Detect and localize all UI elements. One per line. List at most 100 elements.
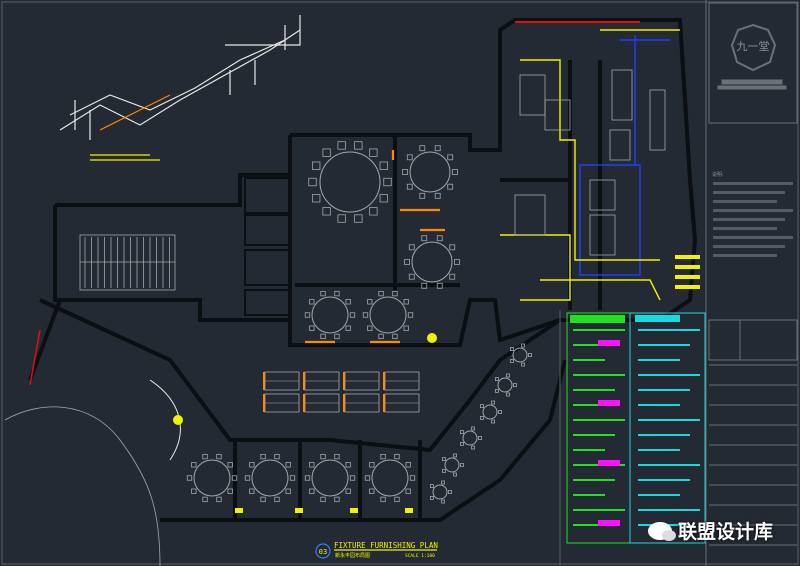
- chair: [449, 244, 456, 251]
- chair: [309, 299, 315, 305]
- chair: [320, 453, 326, 460]
- chair: [378, 290, 384, 297]
- round-table: [362, 290, 414, 340]
- notes-line: [713, 254, 777, 257]
- chair: [334, 496, 340, 503]
- chair: [407, 312, 414, 318]
- kitchen-fixture: [589, 179, 616, 211]
- title-block-logo: 九一堂: [737, 40, 770, 53]
- chair: [349, 312, 356, 318]
- table-top: [462, 430, 478, 446]
- yellow-legend-bars: [235, 255, 700, 513]
- detail-legend-panel: [559, 310, 706, 566]
- round-table: [308, 141, 392, 223]
- chair: [403, 325, 409, 331]
- chair: [436, 235, 443, 242]
- plan-subtitle: 新永丰园布局图: [335, 552, 370, 559]
- notes-line: [713, 209, 793, 212]
- chair: [421, 235, 428, 242]
- chair: [441, 480, 445, 485]
- chair: [320, 333, 326, 340]
- chair: [322, 207, 331, 216]
- round-table: [430, 480, 452, 504]
- chair: [478, 436, 482, 440]
- chair: [369, 207, 378, 216]
- table-top: [193, 459, 231, 497]
- chair: [379, 194, 388, 203]
- title-block: [705, 0, 798, 566]
- chair: [408, 244, 415, 251]
- round-table: [510, 343, 532, 367]
- chair: [409, 475, 416, 481]
- kitchen-fixture: [514, 194, 546, 236]
- chair: [191, 488, 197, 494]
- plant-symbol: [427, 333, 437, 343]
- watermark-text: 联盟设计库: [678, 521, 774, 543]
- chair: [442, 468, 446, 473]
- chair: [460, 441, 464, 446]
- chair: [441, 499, 445, 504]
- chair: [454, 259, 460, 265]
- round-table: [460, 426, 482, 450]
- booth-end: [383, 394, 385, 412]
- chair: [449, 273, 456, 280]
- plan-number: 03: [319, 548, 327, 556]
- chair: [285, 488, 291, 494]
- notes-heading: 说明:: [712, 171, 724, 178]
- round-table: [480, 400, 502, 424]
- table-top: [497, 377, 513, 393]
- chair: [349, 475, 356, 481]
- chair: [430, 484, 434, 489]
- chair: [274, 496, 280, 503]
- booth-end: [343, 372, 345, 390]
- kitchen-equipment: [514, 69, 666, 256]
- boundary-line: [29, 329, 41, 386]
- chair: [453, 472, 457, 477]
- chair: [309, 462, 315, 468]
- round-table: [186, 453, 238, 503]
- booth-end: [343, 394, 345, 412]
- notes-line: [713, 191, 785, 194]
- chair: [304, 312, 311, 318]
- chair: [394, 496, 400, 503]
- table-top: [371, 459, 409, 497]
- chair: [345, 488, 351, 494]
- chair: [369, 148, 378, 157]
- chair: [274, 453, 280, 460]
- booth-end: [263, 372, 265, 390]
- round-table: [304, 290, 356, 340]
- chair: [334, 290, 340, 297]
- chair: [460, 430, 464, 435]
- chair: [191, 462, 197, 468]
- chair: [434, 192, 441, 199]
- chair: [249, 488, 255, 494]
- table-top: [432, 484, 448, 500]
- chair: [491, 400, 495, 405]
- chair: [442, 457, 446, 462]
- round-table: [402, 145, 458, 199]
- chair: [392, 290, 398, 297]
- chair: [521, 362, 525, 367]
- chair: [447, 154, 454, 161]
- building-walls: [28, 18, 698, 522]
- table-top: [409, 151, 451, 193]
- chair: [528, 353, 532, 357]
- chair: [337, 214, 346, 223]
- plan-title-block: 03 FIXTURE FURNISHING PLAN 新永丰园布局图 SCALE…: [315, 541, 438, 559]
- chair: [362, 312, 369, 318]
- chair: [216, 453, 222, 460]
- chair: [202, 453, 208, 460]
- chair: [453, 453, 457, 458]
- notes-line: [713, 218, 785, 221]
- chair: [408, 273, 415, 280]
- legend-swatch: [598, 520, 620, 526]
- chair: [495, 377, 499, 382]
- chair: [471, 426, 475, 431]
- chair: [227, 488, 233, 494]
- table-top: [319, 151, 381, 213]
- chair: [320, 290, 326, 297]
- private-rooms-west: [244, 177, 291, 316]
